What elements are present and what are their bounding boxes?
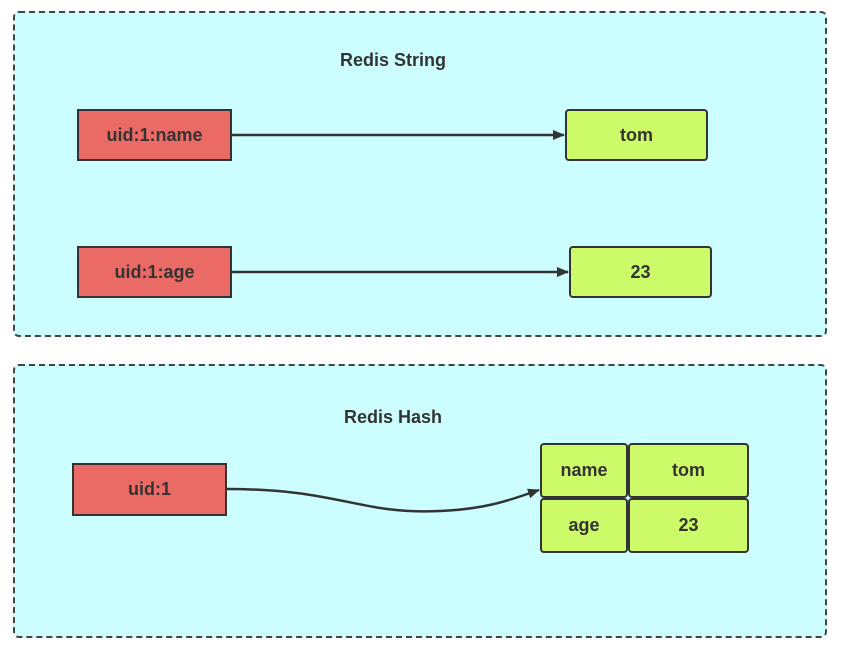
arrow-hash (226, 487, 540, 513)
string-key-name: uid:1:name (77, 109, 232, 161)
hash-key: uid:1 (72, 463, 227, 516)
hash-value-name: tom (628, 443, 749, 498)
hash-field-age: age (540, 498, 628, 553)
redis-string-title: Redis String (339, 50, 446, 70)
string-value-age: 23 (569, 246, 712, 298)
string-value-name: tom (565, 109, 708, 161)
hash-value-age: 23 (628, 498, 749, 553)
string-key-age: uid:1:age (77, 246, 232, 298)
hash-field-name: name (540, 443, 628, 498)
redis-hash-title: Redis Hash (343, 407, 443, 427)
